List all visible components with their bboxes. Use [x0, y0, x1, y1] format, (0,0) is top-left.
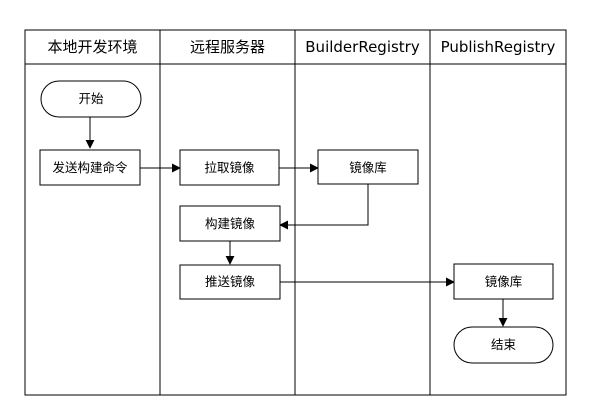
process-shape [39, 149, 141, 186]
nodes: 开始 发送构建命令 拉取镜像 镜像库 构建镜像 推送镜像 镜像库 [39, 80, 554, 364]
lane-title-remote: 远程服务器 [190, 38, 265, 56]
edge-builder-repo-to-build-image [279, 184, 369, 230]
node-build-image-label: 构建镜像 [205, 216, 256, 231]
node-build-image[interactable]: 构建镜像 [179, 205, 281, 242]
node-pull-image-label: 拉取镜像 [204, 160, 255, 175]
node-send-build[interactable]: 发送构建命令 [39, 149, 141, 186]
process-shape [453, 263, 554, 300]
terminal-shape [453, 326, 554, 364]
lane-title-publish-registry: PublishRegistry [441, 38, 556, 56]
process-shape [179, 264, 281, 300]
node-end-label: 结束 [491, 337, 517, 352]
node-publish-repo-label: 镜像库 [485, 274, 523, 289]
edges [85, 117, 508, 327]
node-push-image[interactable]: 推送镜像 [179, 264, 281, 300]
node-start[interactable]: 开始 [40, 80, 142, 118]
node-builder-repo-label: 镜像库 [349, 160, 387, 175]
node-send-build-label: 发送构建命令 [52, 160, 128, 175]
lane-headers: 本地开发环境 远程服务器 BuilderRegistry PublishRegi… [47, 38, 555, 56]
node-end[interactable]: 结束 [453, 326, 554, 364]
node-publish-repo[interactable]: 镜像库 [453, 263, 554, 300]
process-shape [317, 149, 419, 185]
node-push-image-label: 推送镜像 [205, 274, 256, 289]
swimlane-frame [24, 29, 567, 396]
node-pull-image[interactable]: 拉取镜像 [179, 149, 280, 186]
process-shape [179, 149, 280, 186]
process-shape [179, 205, 281, 242]
node-start-label: 开始 [78, 91, 104, 106]
lane-title-local: 本地开发环境 [47, 38, 137, 56]
terminal-shape [40, 80, 142, 118]
lane-title-builder-registry: BuilderRegistry [305, 38, 420, 56]
node-builder-repo[interactable]: 镜像库 [317, 149, 419, 185]
